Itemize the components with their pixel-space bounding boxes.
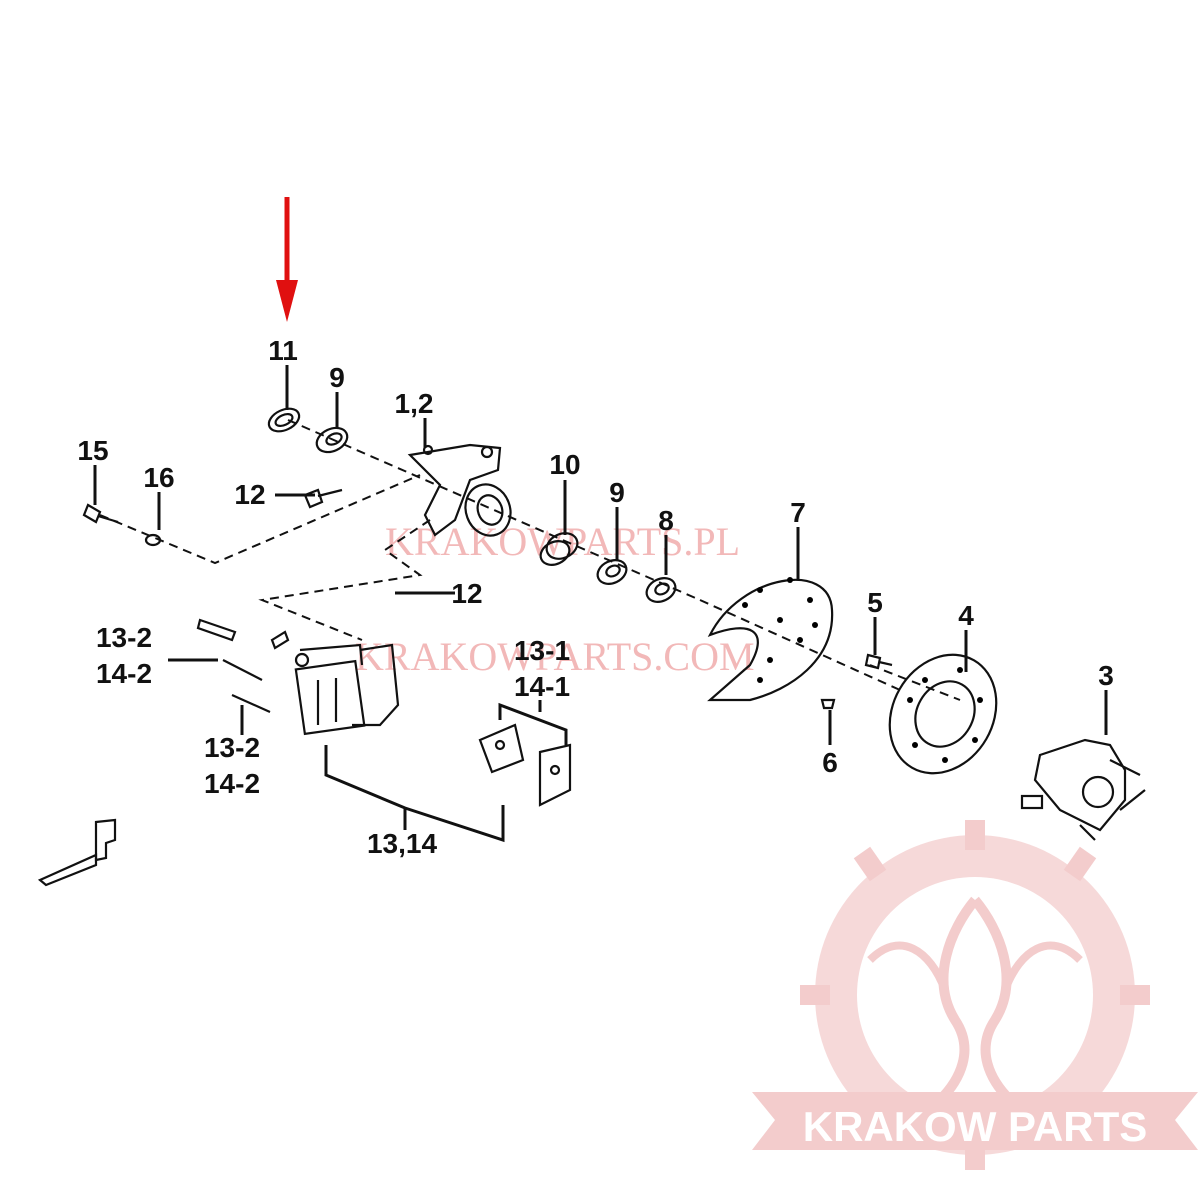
callout-13-1: 13-1 xyxy=(514,635,570,666)
callout-13-14: 13,14 xyxy=(367,828,437,859)
callout-7: 7 xyxy=(790,497,806,528)
callout-11: 11 xyxy=(268,335,298,366)
spacer-10 xyxy=(539,532,579,566)
indicator-arrow xyxy=(276,197,298,322)
callout-5: 5 xyxy=(867,587,883,618)
front-direction-icon xyxy=(37,818,117,887)
bearing-9-lower xyxy=(596,559,628,585)
callout-14-1: 14-1 xyxy=(514,671,570,702)
leader-lines xyxy=(93,365,1108,843)
callout-12-upper: 12 xyxy=(234,479,265,510)
callout-6: 6 xyxy=(822,747,838,778)
krakow-parts-logo: KRAKOW PARTS xyxy=(752,820,1198,1170)
seal-11 xyxy=(267,407,301,433)
assembly-lines xyxy=(99,419,961,701)
knuckle-1-2 xyxy=(407,443,512,537)
callout-4: 4 xyxy=(958,600,974,631)
brake-guard-7 xyxy=(707,577,834,702)
bleeder-13-2 xyxy=(196,618,290,714)
callout-8: 8 xyxy=(658,505,674,536)
callout-labels: 11 9 1,2 15 16 12 10 9 8 7 12 5 4 3 13-2… xyxy=(77,335,1113,859)
seal-8 xyxy=(645,577,677,603)
callout-13-2-left: 13-2 xyxy=(96,622,152,653)
brake-disc-4 xyxy=(888,653,998,775)
callout-9-lower: 9 xyxy=(609,477,625,508)
watermark-krakowparts-com: KRAKOWPARTS.COM xyxy=(355,634,755,679)
screw-6 xyxy=(820,698,836,710)
callout-15: 15 xyxy=(77,435,108,466)
washer-16 xyxy=(144,533,162,547)
callout-9-upper: 9 xyxy=(329,362,345,393)
callout-3: 3 xyxy=(1098,660,1114,691)
hub-3 xyxy=(1020,738,1146,841)
bolt-12-upper xyxy=(303,488,343,509)
bearing-9-upper xyxy=(315,426,349,454)
logo-text: KRAKOW PARTS xyxy=(803,1103,1148,1150)
callout-10: 10 xyxy=(549,449,580,480)
caliper-13-14 xyxy=(294,643,400,736)
callout-16: 16 xyxy=(143,462,174,493)
callout-1-2: 1,2 xyxy=(395,388,434,419)
bolt-5 xyxy=(864,653,893,670)
callout-14-2-lower: 14-2 xyxy=(204,768,260,799)
brake-pads-13-1 xyxy=(478,723,572,807)
callout-12-lower: 12 xyxy=(451,578,482,609)
callout-14-2-left: 14-2 xyxy=(96,658,152,689)
callout-13-2-lower: 13-2 xyxy=(204,732,260,763)
bolt-15 xyxy=(82,503,119,524)
